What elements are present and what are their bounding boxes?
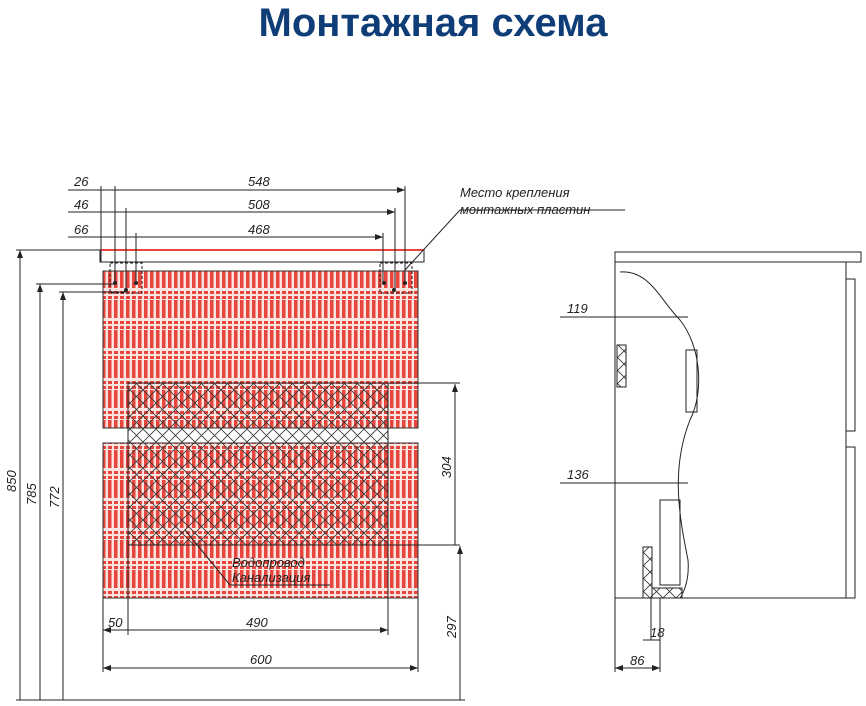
mounting-plate-right xyxy=(379,262,413,294)
dim-508: 508 xyxy=(248,197,270,212)
side-view xyxy=(560,251,862,672)
dim-119: 119 xyxy=(567,301,588,316)
dim-46: 46 xyxy=(74,197,89,212)
callout-line2: монтажных пластин xyxy=(460,202,590,217)
countertop xyxy=(99,249,425,263)
plumbing-zone xyxy=(127,382,389,546)
dim-772: 772 xyxy=(47,486,62,508)
dim-850: 850 xyxy=(4,470,19,492)
dim-548: 548 xyxy=(248,174,270,189)
dim-86: 86 xyxy=(630,653,645,668)
dim-50: 50 xyxy=(108,615,123,630)
dim-18: 18 xyxy=(650,625,665,640)
dim-490: 490 xyxy=(246,615,268,630)
dim-26: 26 xyxy=(73,174,89,189)
front-view: 26 548 46 508 66 468 Место крепления мон… xyxy=(4,174,625,701)
dim-136: 136 xyxy=(567,467,589,482)
dim-297: 297 xyxy=(444,616,459,639)
dim-600: 600 xyxy=(250,652,272,667)
dim-66: 66 xyxy=(74,222,89,237)
callout-line1: Место крепления xyxy=(460,185,570,200)
page-title: Монтажная схема xyxy=(258,1,608,45)
dim-304: 304 xyxy=(439,456,454,478)
water-supply-label: Водопровод xyxy=(232,555,305,570)
dim-785: 785 xyxy=(24,483,39,505)
dim-468: 468 xyxy=(248,222,270,237)
sewer-label: Канализация xyxy=(232,570,310,585)
